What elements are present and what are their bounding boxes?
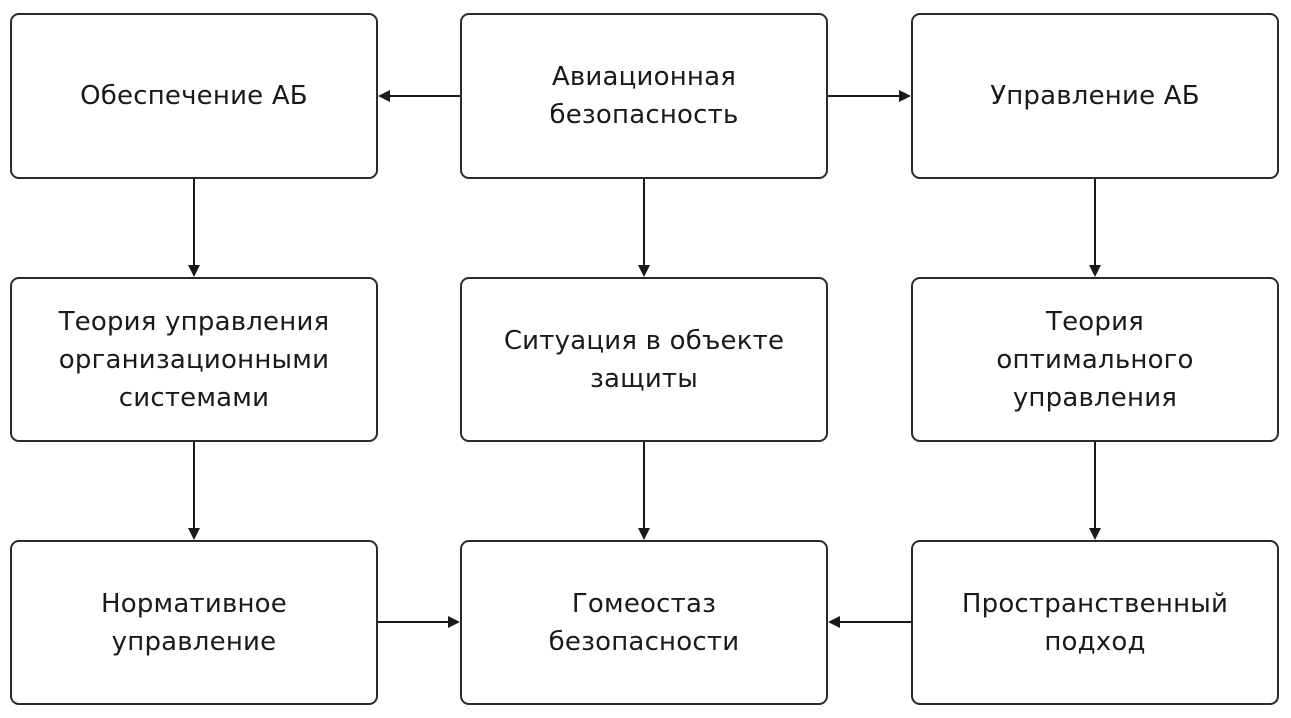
node-teoriya-upravleniya-org: Теория управления организационными систе… — [10, 277, 378, 442]
node-label: Нормативное управление — [101, 588, 287, 657]
node-label: Теория управления организационными систе… — [58, 306, 330, 413]
node-situatsiya-v-obekte: Ситуация в объекте защиты — [460, 277, 828, 442]
node-obespechenie-ab: Обеспечение АБ — [10, 13, 378, 179]
node-upravlenie-ab: Управление АБ — [911, 13, 1279, 179]
node-label: Пространственный подход — [961, 588, 1229, 657]
node-gomeostaz-bezopasnosti: Гомеостаз безопасности — [460, 540, 828, 705]
node-label: Авиационная безопасность — [549, 62, 739, 130]
node-label: Управление АБ — [990, 81, 1200, 111]
node-prostranstvenny-podkhod: Пространственный подход — [911, 540, 1279, 705]
node-teoriya-optimalnogo: Теория оптимального управления — [911, 277, 1279, 442]
node-label: Ситуация в объекте защиты — [503, 325, 785, 394]
node-normativnoe-upravlenie: Нормативное управление — [10, 540, 378, 705]
node-label: Обеспечение АБ — [80, 81, 308, 111]
node-aviatsionnaya-bezopasnost: Авиационная безопасность — [460, 13, 828, 179]
node-label: Теория оптимального управления — [996, 306, 1194, 413]
node-label: Гомеостаз безопасности — [548, 588, 740, 657]
